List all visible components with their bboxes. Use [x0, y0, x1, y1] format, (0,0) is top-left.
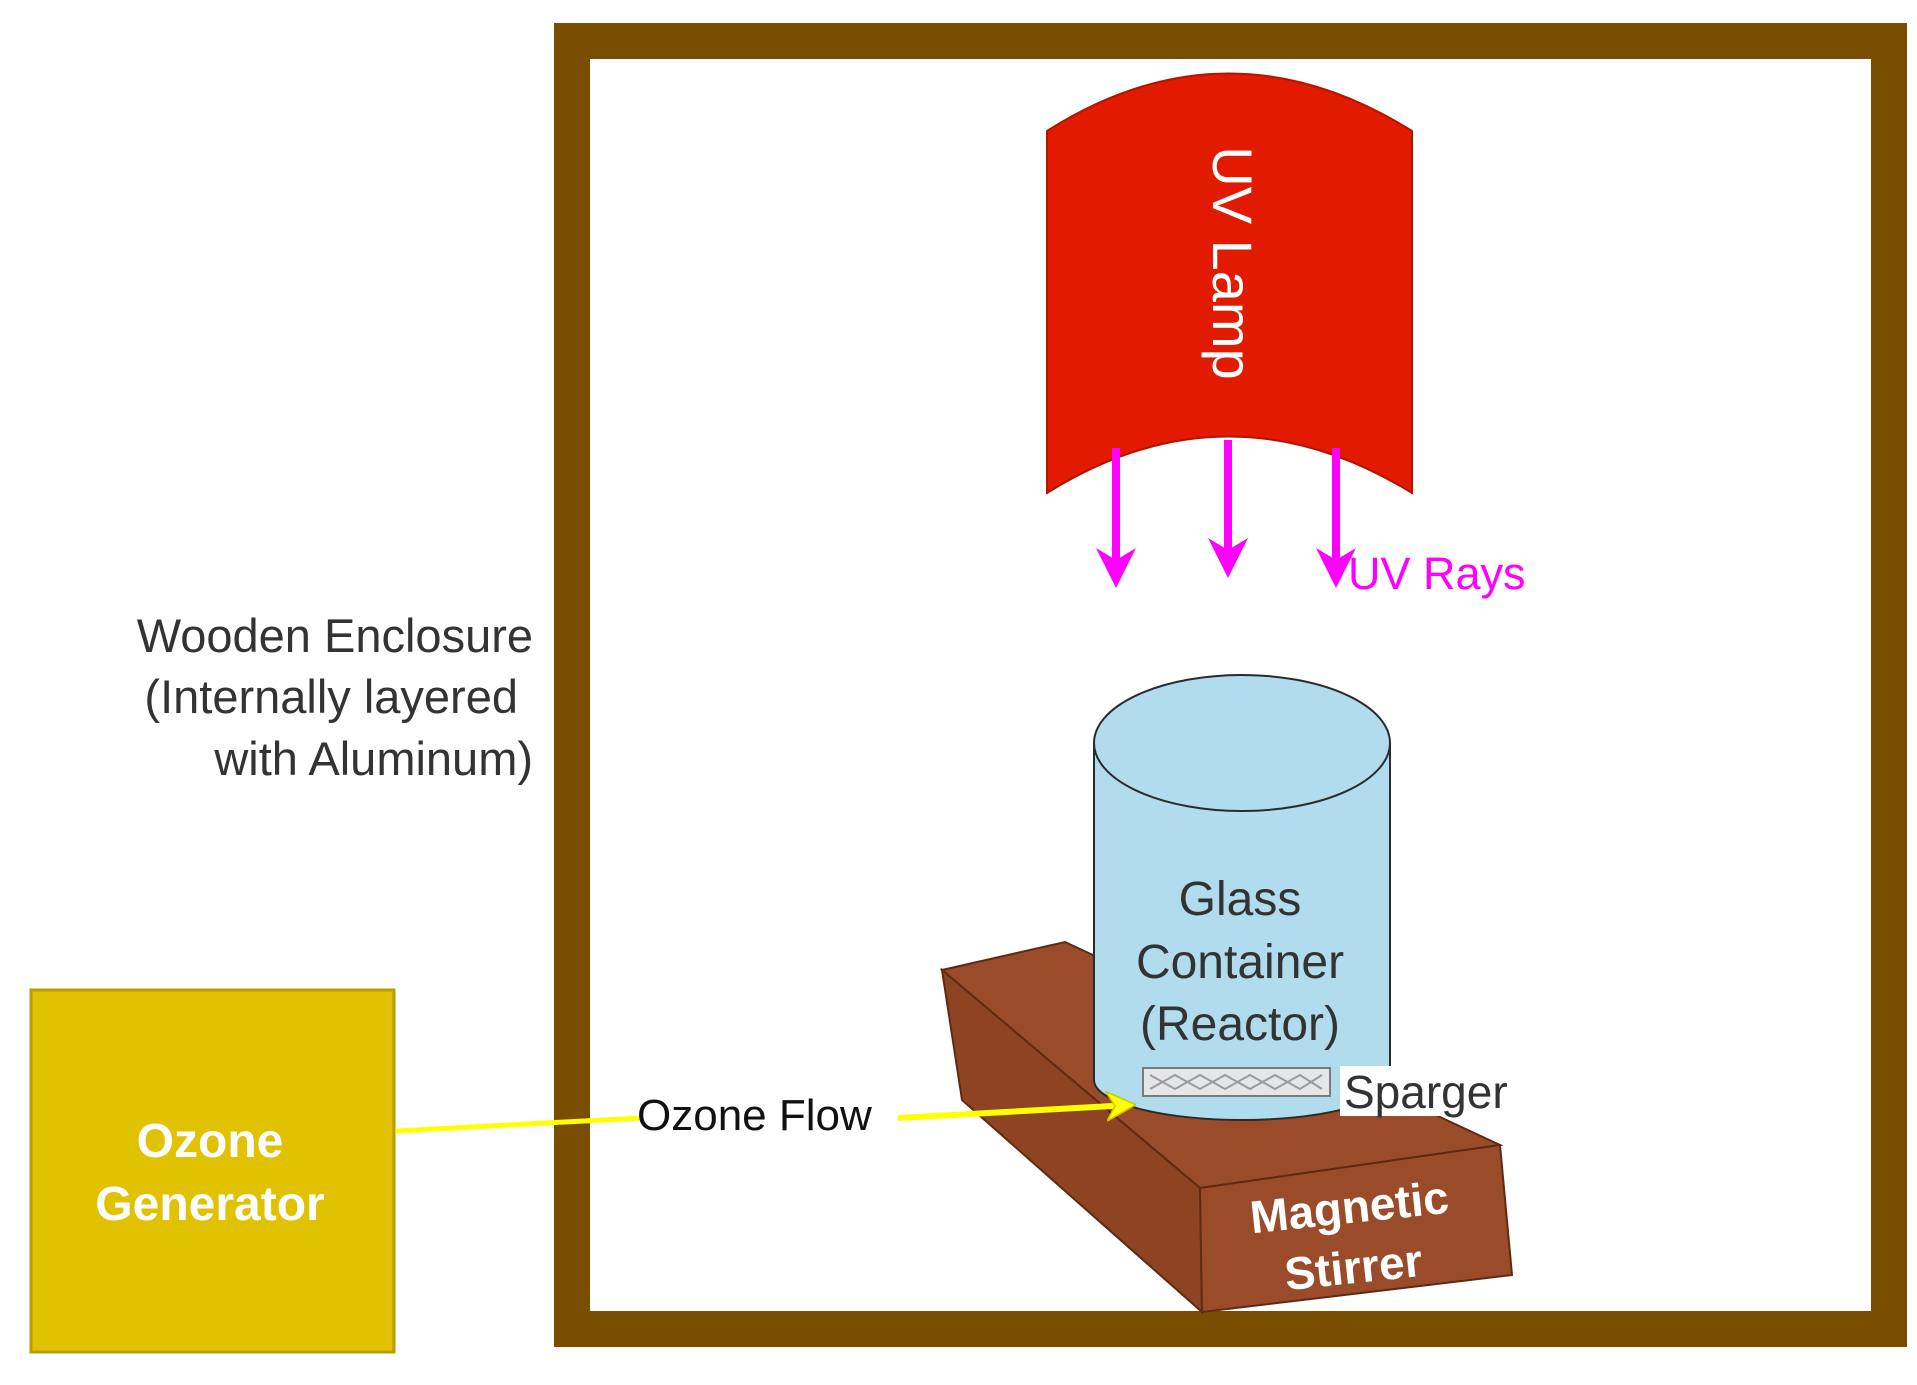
container-label-line2: Container [1136, 936, 1344, 989]
uv-lamp-label: UV Lamp [1201, 146, 1264, 379]
container-top [1093, 674, 1391, 812]
ozone-flow: Ozone Flow [395, 1091, 1130, 1140]
container-label-line3: (Reactor) [1140, 998, 1340, 1051]
sparger-label-bg [1340, 1066, 1540, 1116]
enclosure-label-line2: (Internally layered [144, 670, 518, 723]
ozone-flow-arrow [897, 1105, 1130, 1118]
sparger: Sparger [1142, 1066, 1540, 1118]
uv-lamp-body [1046, 72, 1413, 495]
ozone-generator-label-line1: Ozone [137, 1115, 284, 1168]
sparger-label: Sparger [1344, 1066, 1508, 1118]
ozone-flow-label: Ozone Flow [637, 1091, 872, 1140]
enclosure-label-line1: Wooden Enclosure [137, 609, 533, 662]
enclosure-label-line3: with Aluminum) [213, 732, 533, 785]
sparger-mesh [1149, 1073, 1323, 1091]
ozone-generator: Ozone Generator [29, 988, 396, 1354]
glass-container: Glass Container (Reactor) [1093, 674, 1391, 1121]
ozone-flow-line [395, 1115, 641, 1134]
container-label-line1: Glass [1179, 873, 1302, 926]
uv-rays: UV Rays [1096, 440, 1526, 599]
ozone-generator-box [29, 988, 396, 1354]
uv-rays-label: UV Rays [1348, 548, 1526, 599]
uv-lamp: UV Lamp [1046, 72, 1413, 495]
stirrer-front-face [1198, 1143, 1514, 1314]
ozone-generator-label-line2: Generator [95, 1178, 324, 1231]
enclosure-label: Wooden Enclosure (Internally layered wit… [137, 609, 533, 785]
